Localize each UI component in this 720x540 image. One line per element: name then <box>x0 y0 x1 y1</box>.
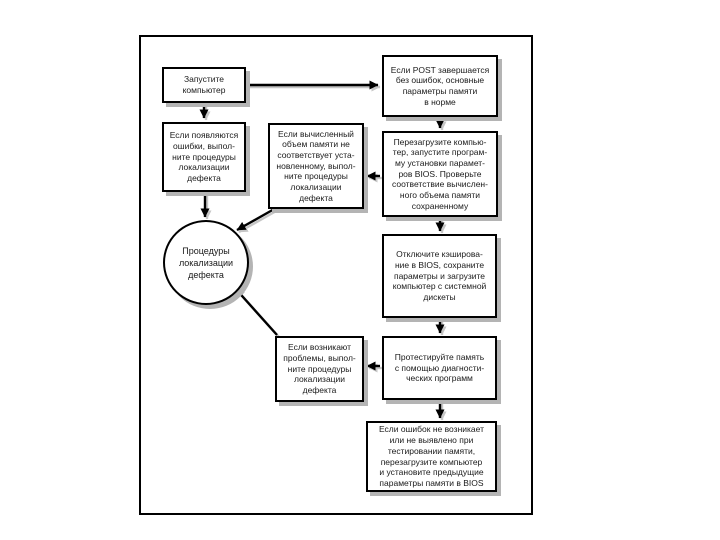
node-start-computer: Запустите компьютер <box>162 67 246 103</box>
diagram-border-frame <box>139 35 533 515</box>
node-no-errors-restore-bios: Если ошибок не возникает или не выявлено… <box>366 421 497 492</box>
node-reboot-bios-setup: Перезагрузите компью- тер, запустите про… <box>382 131 498 217</box>
node-test-memory: Протестируйте память с помощью диагности… <box>382 336 497 400</box>
node-memory-mismatch: Если вычисленный объем памяти не соответ… <box>268 123 364 209</box>
arrow-problems-to-defect-proc <box>233 286 278 336</box>
node-defect-localization-procedures: Процедуры локализации дефекта <box>163 220 249 305</box>
node-disable-bios-cache: Отключите кэширова- ние в BIOS, сохранит… <box>382 234 497 318</box>
node-post-completes-ok: Если POST завершается без ошибок, основн… <box>382 55 498 117</box>
node-errors-appear: Если появляются ошибки, выпол- ните проц… <box>162 122 246 192</box>
node-problems-arise: Если возникают проблемы, выпол- ните про… <box>275 336 364 402</box>
arrow-mismatch-to-defect-proc <box>236 206 277 232</box>
